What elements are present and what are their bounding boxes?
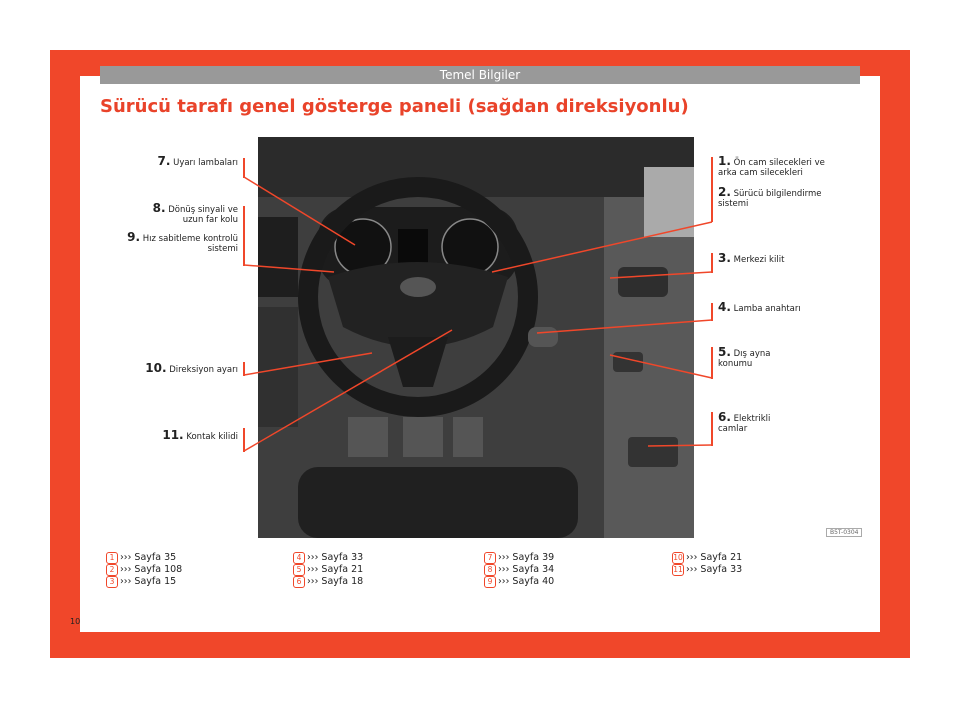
callout-1: 1. Ön cam silecekleri ve arka cam silece… <box>718 154 825 178</box>
pedal <box>348 417 388 457</box>
reference-row: 6››› Sayfa 18 <box>293 576 363 588</box>
reference-row: 1››› Sayfa 35 <box>106 552 182 564</box>
callout-6: 6. Elektrikli camlar <box>718 410 771 434</box>
reference-column: 7››› Sayfa 39 8››› Sayfa 34 9››› Sayfa 4… <box>484 552 554 588</box>
callout-5: 5. Dış ayna konumu <box>718 345 771 369</box>
callout-4: 4. Lamba anahtarı <box>718 300 801 314</box>
reference-column: 10››› Sayfa 21 11››› Sayfa 33 <box>672 552 742 576</box>
callout-9: 9. Hız sabitleme kontrolü sistemi <box>127 230 238 254</box>
reference-column: 1››› Sayfa 35 2››› Sayfa 108 3››› Sayfa … <box>106 552 182 588</box>
figure-code: B5T-0304 <box>826 528 863 537</box>
steering-logo <box>400 277 436 297</box>
dashboard-photo <box>258 137 694 538</box>
steering-hub <box>328 262 508 347</box>
reference-row: 3››› Sayfa 15 <box>106 576 182 588</box>
reference-row: 5››› Sayfa 21 <box>293 564 363 576</box>
reference-row: 2››› Sayfa 108 <box>106 564 182 576</box>
side-mirror <box>644 167 694 237</box>
window-controls <box>628 437 678 467</box>
reference-row: 8››› Sayfa 34 <box>484 564 554 576</box>
infotainment-screen <box>258 217 298 297</box>
reference-row: 10››› Sayfa 21 <box>672 552 743 564</box>
section-header: Temel Bilgiler <box>100 66 860 84</box>
reference-row: 4››› Sayfa 33 <box>293 552 363 564</box>
dashboard-illustration <box>258 137 694 538</box>
page-number: 10 <box>70 617 81 626</box>
reference-row: 7››› Sayfa 39 <box>484 552 554 564</box>
reference-column: 4››› Sayfa 33 5››› Sayfa 21 6››› Sayfa 1… <box>293 552 363 588</box>
page-title: Sürücü tarafı genel gösterge paneli (sağ… <box>100 96 689 117</box>
door-handle <box>618 267 668 297</box>
pedal <box>403 417 443 457</box>
reference-row: 11››› Sayfa 33 <box>672 564 743 576</box>
callout-2: 2. Sürücü bilgilendirme sistemi <box>718 185 822 209</box>
steering-wheel <box>298 177 538 417</box>
callout-8: 8. Dönüş sinyali ve uzun far kolu <box>152 201 238 225</box>
callout-10: 10. Direksiyon ayarı <box>145 361 238 375</box>
reference-row: 9››› Sayfa 40 <box>484 576 554 588</box>
pedal <box>453 417 483 457</box>
callout-3: 3. Merkezi kilit <box>718 251 785 265</box>
callout-7: 7. Uyarı lambaları <box>157 154 238 168</box>
callout-11: 11. Kontak kilidi <box>162 428 238 442</box>
driver-seat <box>298 467 578 538</box>
